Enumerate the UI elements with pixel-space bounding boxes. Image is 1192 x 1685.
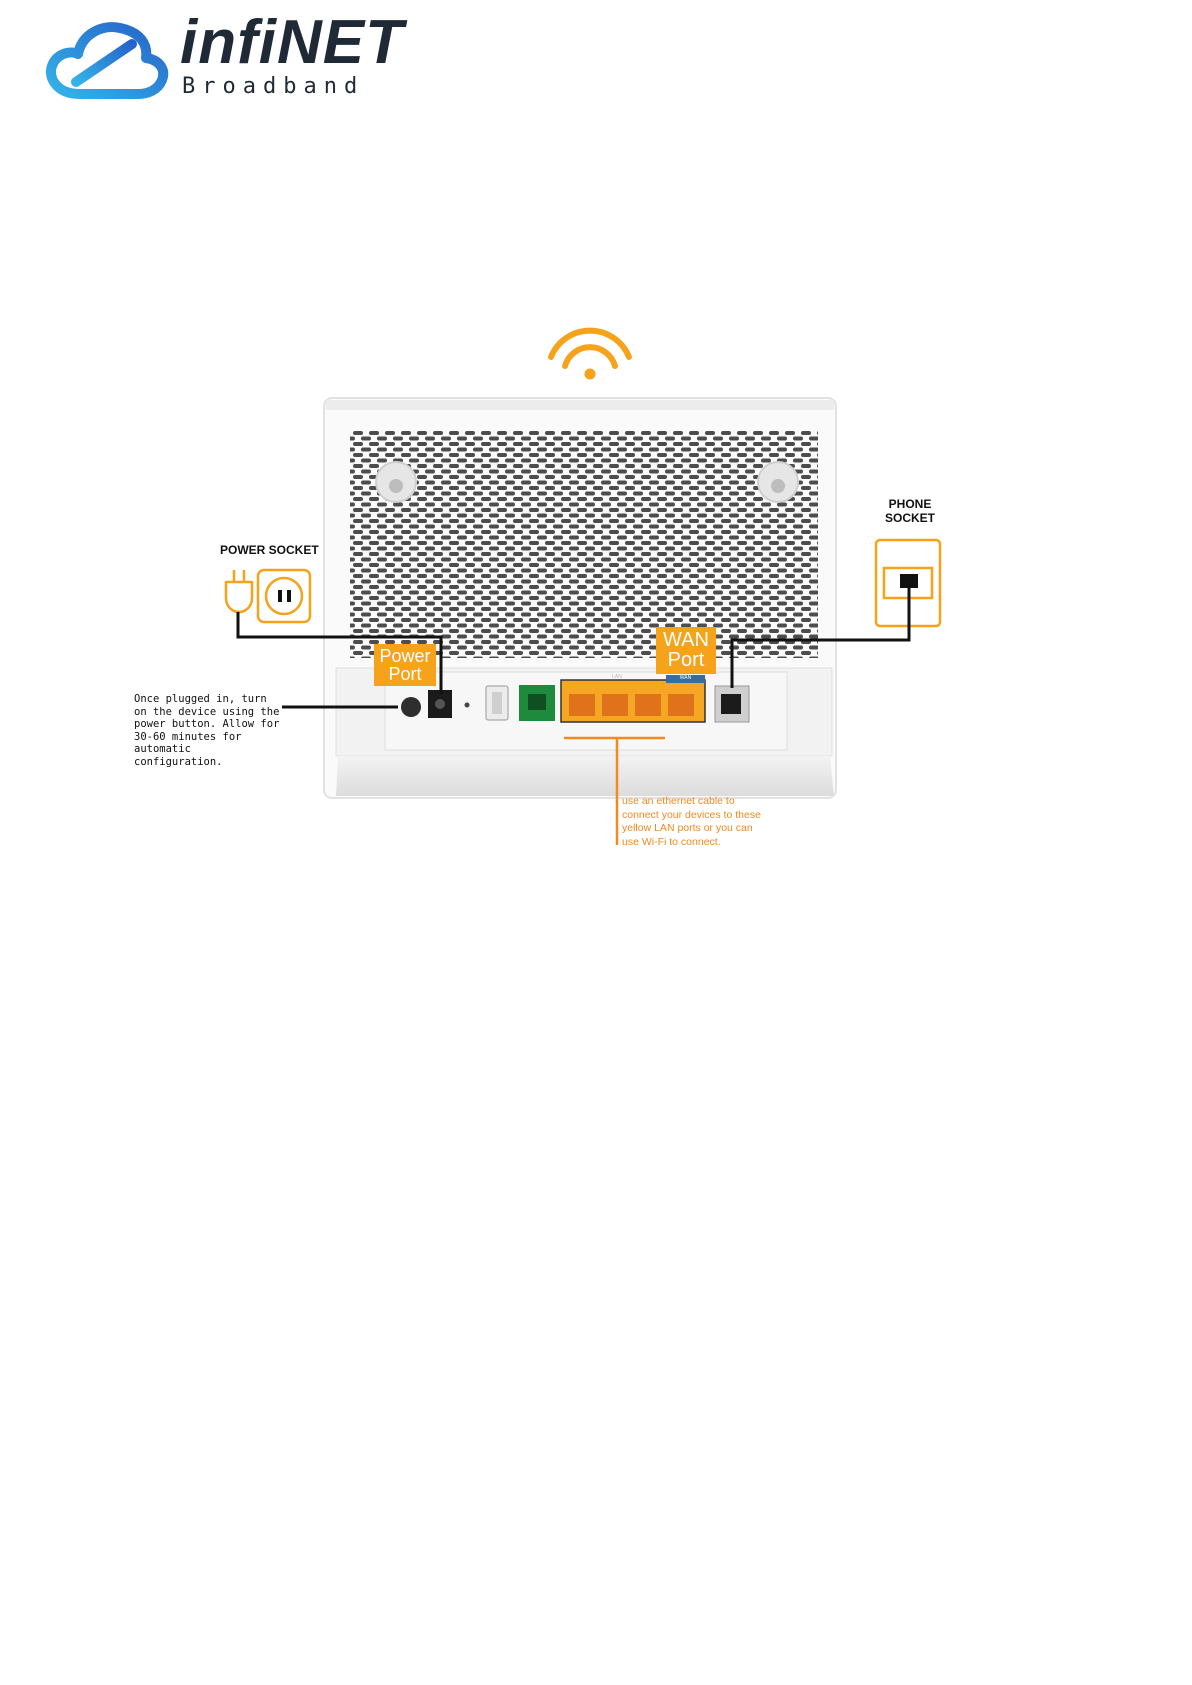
power-note: Once plugged in, turn on the device usin…	[134, 693, 284, 769]
wan-port-tag-line2: Port	[656, 650, 716, 670]
wan-port-tag: WAN Port	[656, 627, 716, 674]
power-port-tag-line1: Power	[374, 647, 436, 665]
wan-port-tag-line1: WAN	[656, 630, 716, 650]
reset-button	[465, 703, 470, 708]
lan-header-label: LAN	[597, 674, 637, 680]
lan-note: use an ethernet cable to connect your de…	[622, 795, 762, 850]
power-port-tag-line2: Port	[374, 665, 436, 683]
power-outlet-icon	[258, 570, 310, 622]
plug-icon	[226, 570, 252, 612]
power-port-tag: Power Port	[374, 644, 436, 686]
wan-header-label: WAN	[666, 675, 705, 681]
power-socket-label: POWER SOCKET	[220, 543, 330, 557]
phone-socket-label: PHONE SOCKET	[870, 497, 950, 526]
wifi-icon	[551, 331, 629, 378]
power-button	[401, 697, 421, 717]
